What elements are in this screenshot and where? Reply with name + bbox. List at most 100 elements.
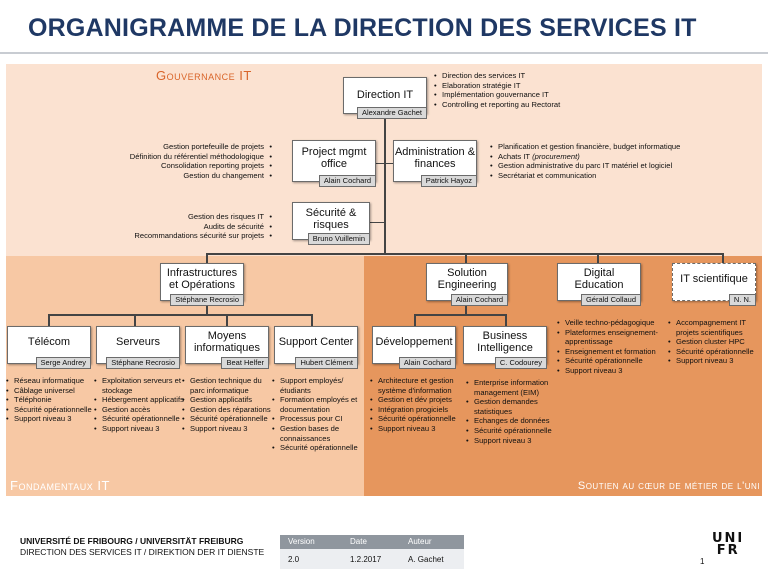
unit-security: Sécurité & risques Bruno Vuillemin xyxy=(292,202,370,245)
page-title: ORGANIGRAMME DE LA DIRECTION DES SERVICE… xyxy=(28,14,697,42)
task-item: Support niveau 3 xyxy=(6,414,98,424)
unit-support-head: Hubert Clément xyxy=(295,357,358,369)
task-item: Gestion administrative du parc IT matéri… xyxy=(490,161,730,171)
task-item: Gestion des risques IT xyxy=(92,212,272,222)
telecom-tasks: Réseau informatique Câblage universel Té… xyxy=(6,376,98,424)
task-item: Direction des services IT xyxy=(434,71,634,81)
unit-solution-title: Solution Engineering xyxy=(437,267,497,291)
title-divider xyxy=(0,52,768,54)
connector-hbar-infra xyxy=(48,314,312,316)
zone-gouvernance-label: Gouvernance IT xyxy=(156,68,252,83)
connector-drop-dev xyxy=(414,314,416,326)
task-item: Gestion cluster HPC xyxy=(668,337,764,347)
unit-dev-head: Alain Cochard xyxy=(398,357,456,369)
unit-solution: Solution Engineering Alain Cochard xyxy=(426,263,508,306)
pmo-tasks: Gestion portefeuille de projets Définiti… xyxy=(92,142,272,180)
connector-drop-bi xyxy=(505,314,507,326)
unit-digital-head: Gérald Collaud xyxy=(580,294,641,306)
unit-infra: Infrastructures et Opérations Stéphane R… xyxy=(160,263,244,306)
version-header-date: Date xyxy=(350,537,367,546)
version-table-row: 2.0 1.2.2017 A. Gachet xyxy=(280,549,464,569)
admin-tasks: Planification et gestion financière, bud… xyxy=(490,142,730,180)
version-table-header: Version Date Auteur xyxy=(280,535,464,549)
task-item: Recommandations sécurité sur projets xyxy=(92,231,272,241)
version-header-author: Auteur xyxy=(408,537,432,546)
unit-telecom-title: Télécom xyxy=(27,336,71,348)
connector-trunk xyxy=(384,114,386,254)
task-item: Sécurité opérationnelle xyxy=(94,414,184,424)
footer-institution: UNIVERSITÉ DE FRIBOURG / UNIVERSITÄT FRE… xyxy=(20,536,264,558)
task-item: Audits de sécurité xyxy=(92,222,272,232)
unit-digital: Digital Education Gérald Collaud xyxy=(557,263,641,306)
unit-moyens-title: Moyens informatiques xyxy=(193,330,261,354)
connector-drop-support xyxy=(311,314,313,326)
moyens-tasks: Gestion technique du parc informatique G… xyxy=(182,376,272,434)
serveurs-tasks: Exploitation serveurs et stockage Héberg… xyxy=(94,376,184,434)
task-item: Support employés/étudiants xyxy=(272,376,366,395)
unit-moyens: Moyens informatiques Beat Helfer xyxy=(185,326,269,369)
unit-dev-title: Développement xyxy=(375,336,453,348)
connector-security xyxy=(370,222,384,223)
task-item: Exploitation serveurs et stockage xyxy=(94,376,184,395)
digital-tasks: Veille techno-pédagogique Plateformes en… xyxy=(557,318,669,376)
task-item: Gestion technique du parc informatique xyxy=(182,376,272,395)
unit-scientific-title: IT scientifique xyxy=(680,273,748,285)
task-item: Implémentation gouvernance IT xyxy=(434,90,634,100)
unit-admin-head: Patrick Hayoz xyxy=(420,175,477,187)
unit-solution-head: Alain Cochard xyxy=(450,294,508,306)
unit-pmo: Project mgmt office Alain Cochard xyxy=(292,140,376,187)
unit-telecom: Télécom Serge Andrey xyxy=(7,326,91,369)
task-item: Sécurité opérationnelle xyxy=(6,405,98,415)
connector-drop-moyens xyxy=(226,314,228,326)
connector-staff xyxy=(376,163,393,164)
task-item: Secrétariat et communication xyxy=(490,171,730,181)
footer-university: UNIVERSITÉ DE FRIBOURG / UNIVERSITÄT FRE… xyxy=(20,536,244,546)
task-item: Intégration progiciels xyxy=(370,405,466,415)
task-item: Enseignement et formation xyxy=(557,347,669,357)
task-item: Sécurité opérationnelle xyxy=(466,426,558,436)
unit-pmo-title: Project mgmt office xyxy=(301,146,367,170)
unit-serveurs: Serveurs Stéphane Recrosio xyxy=(96,326,180,369)
unit-telecom-head: Serge Andrey xyxy=(35,357,91,369)
task-item: Support niveau 3 xyxy=(668,356,764,366)
unit-digital-title: Digital Education xyxy=(574,267,624,291)
task-item: Echanges de données xyxy=(466,416,558,426)
task-item: Accompagnement IT projets scientifiques xyxy=(668,318,764,337)
connector-drop-scientific xyxy=(722,253,724,263)
unit-infra-head: Stéphane Recrosio xyxy=(170,294,244,306)
unit-pmo-head: Alain Cochard xyxy=(318,175,376,187)
task-item: Sécurité opérationnelle xyxy=(272,443,366,453)
unit-direction: Direction IT Alexandre Gachet xyxy=(343,77,427,119)
task-item: Gestion portefeuille de projets xyxy=(92,142,272,152)
unit-direction-head: Alexandre Gachet xyxy=(356,107,427,119)
task-item: Support niveau 3 xyxy=(466,436,558,446)
task-item: Gestion accès xyxy=(94,405,184,415)
unit-support-title: Support Center xyxy=(278,336,354,348)
task-item: Hébergement applicatifs xyxy=(94,395,184,405)
version-value: 2.0 xyxy=(288,555,300,564)
dev-tasks: Architecture et gestion système d'inform… xyxy=(370,376,466,434)
task-item: Gestion du changement xyxy=(92,171,272,181)
unit-direction-title: Direction IT xyxy=(356,89,414,101)
task-item: Réseau informatique xyxy=(6,376,98,386)
zone-metier-label: Soutien au cœur de métier de l'uni xyxy=(577,480,760,492)
unit-serveurs-title: Serveurs xyxy=(115,336,161,348)
task-item: Sécurité opérationnelle xyxy=(182,414,272,424)
task-item: Gestion bases de connaissances xyxy=(272,424,366,443)
logo-line-1: UNI xyxy=(712,531,745,546)
task-item: Support niveau 3 xyxy=(94,424,184,434)
unit-scientific: IT scientifique N. N. xyxy=(672,263,756,306)
task-item: Architecture et gestion système d'inform… xyxy=(370,376,466,395)
task-item: Sécurité opérationnelle xyxy=(370,414,466,424)
page-number: 1 xyxy=(700,557,705,566)
support-tasks: Support employés/étudiants Formation emp… xyxy=(272,376,366,453)
unit-bi: Business Intelligence C. Codourey xyxy=(463,326,547,369)
task-item: Elaboration stratégie IT xyxy=(434,81,634,91)
task-item: Processus pour CI xyxy=(272,414,366,424)
unit-bi-title: Business Intelligence xyxy=(477,330,533,354)
task-item: Plateformes enseignement-apprentissage xyxy=(557,328,669,347)
unit-scientific-head: N. N. xyxy=(728,294,756,306)
connector-hbar-solution xyxy=(414,314,506,316)
task-item: Sécurité opérationnelle xyxy=(557,356,669,366)
connector-drop-digital xyxy=(597,253,599,263)
